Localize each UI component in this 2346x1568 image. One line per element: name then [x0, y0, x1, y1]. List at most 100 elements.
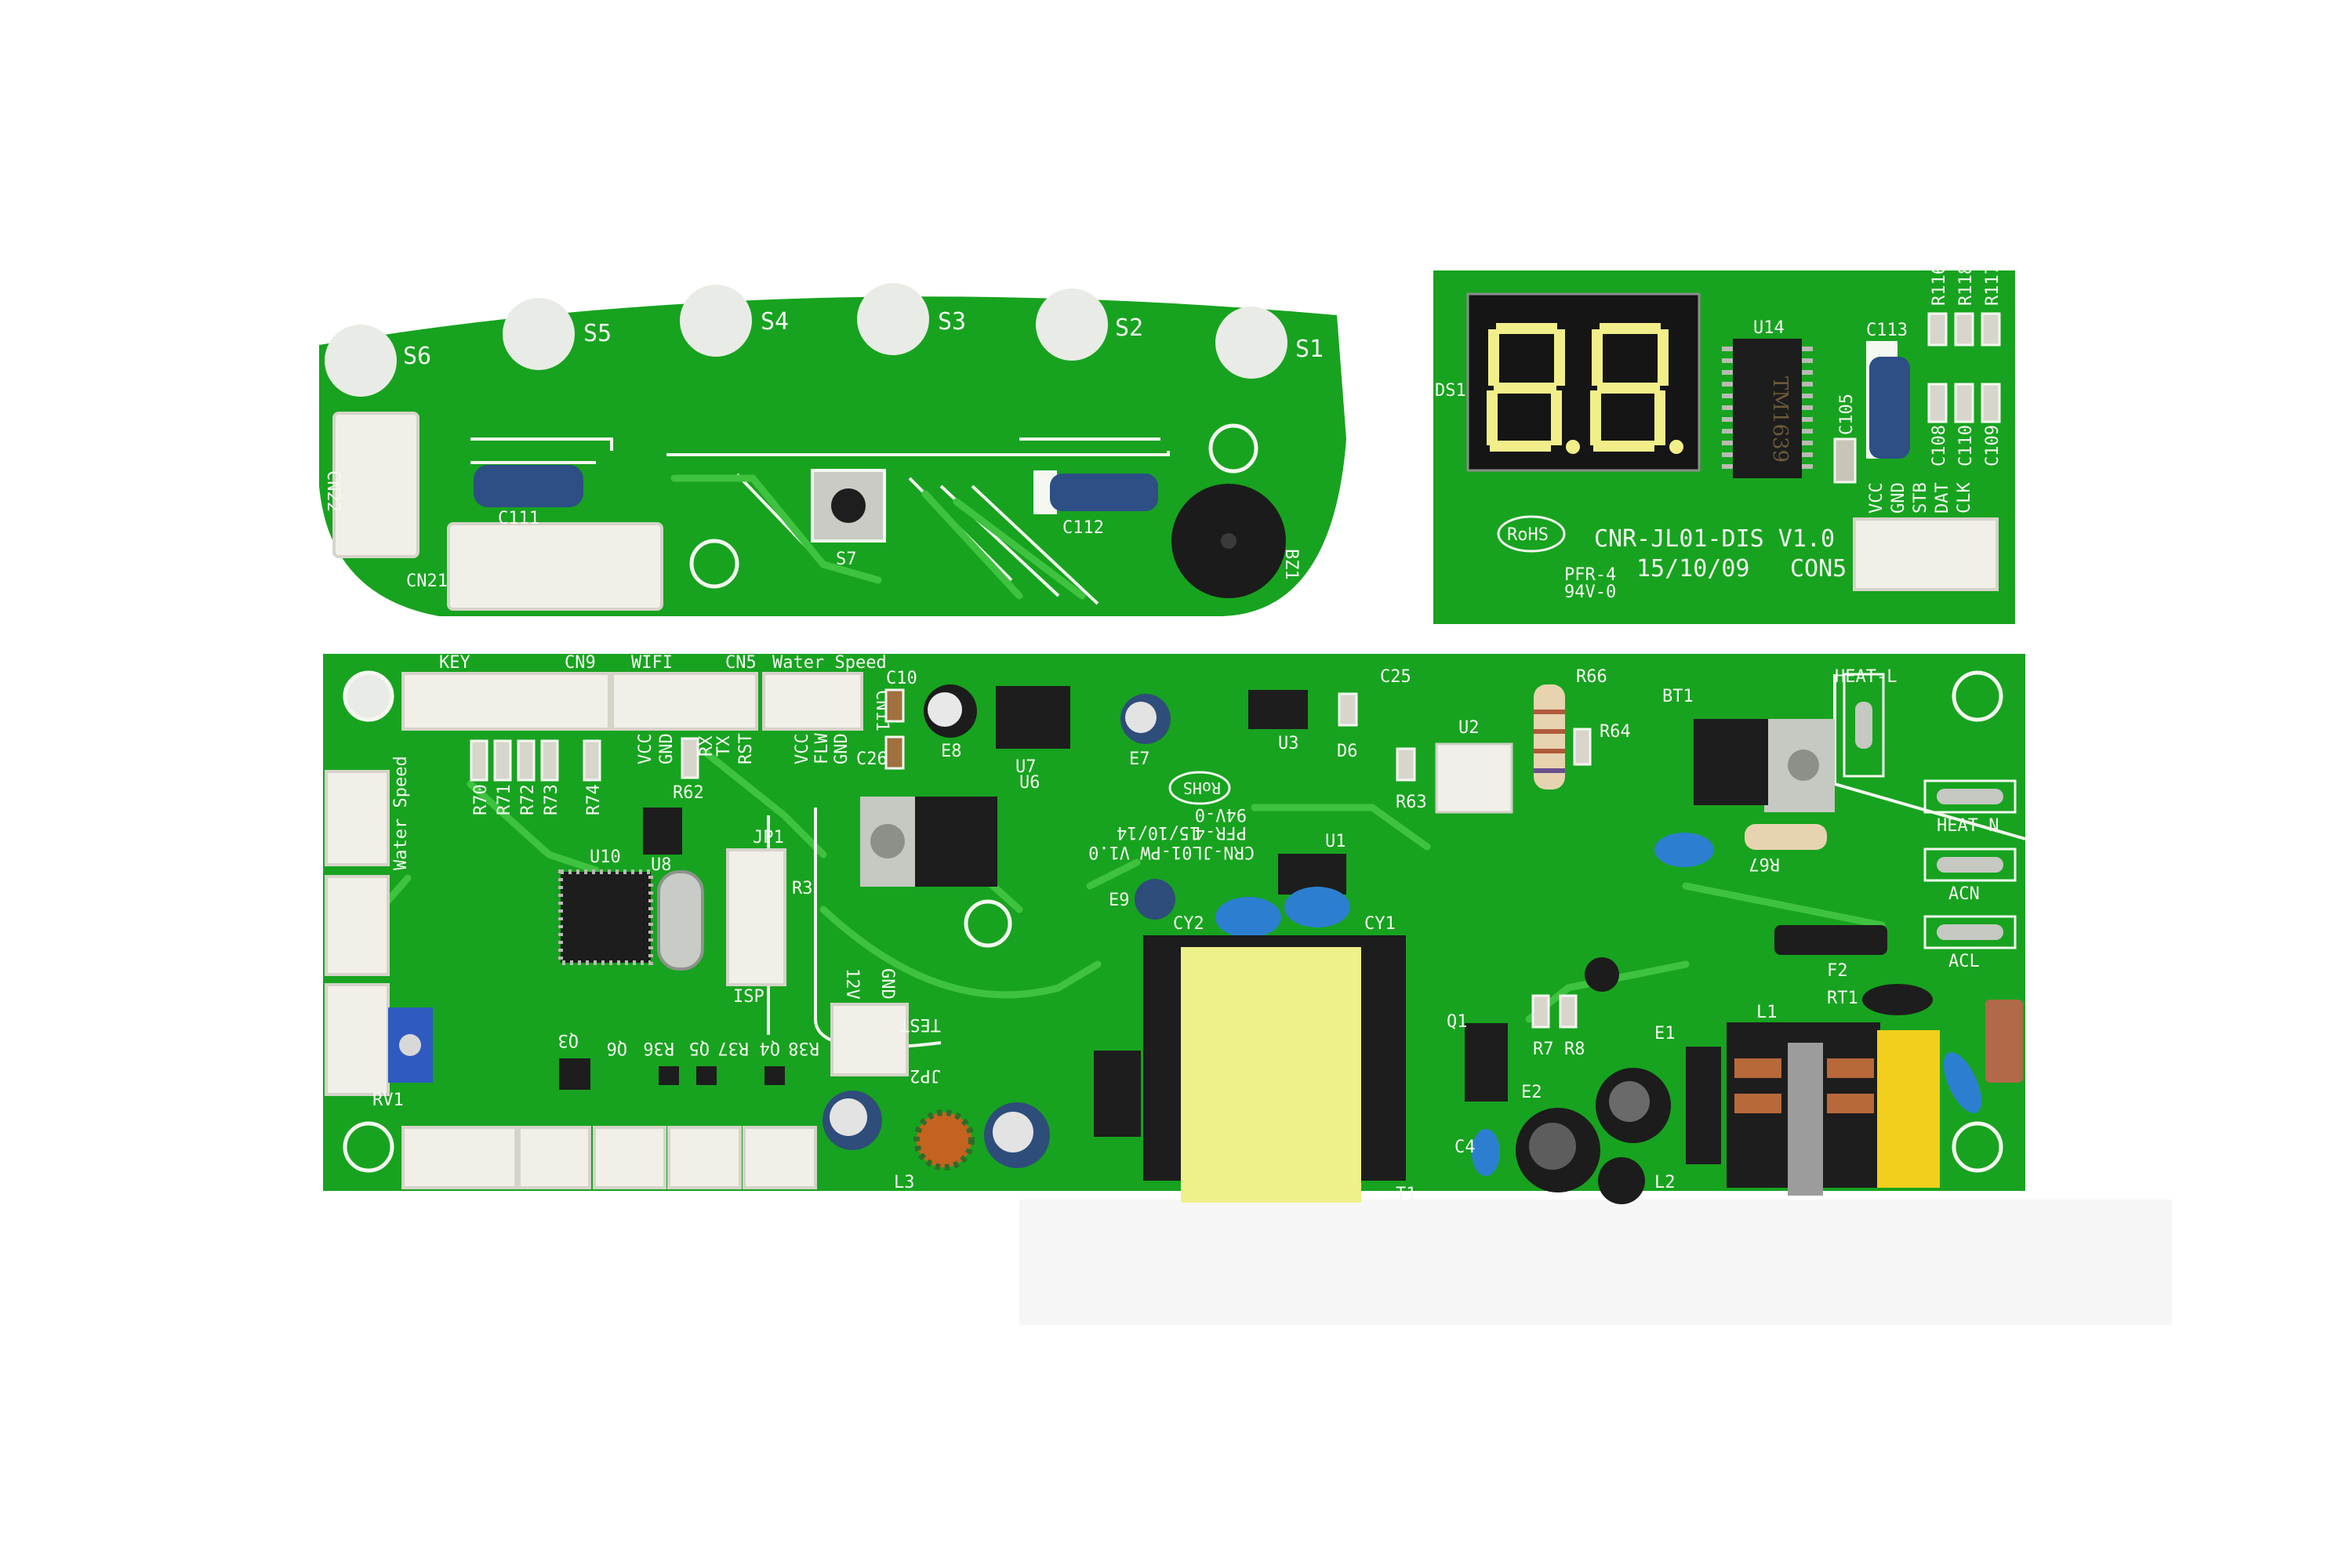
- fuse-f2: [1774, 925, 1887, 955]
- connector-bottom-5[interactable]: [743, 1126, 817, 1189]
- connector-jp1-isp[interactable]: [726, 848, 786, 986]
- label-c26: C26: [856, 750, 888, 769]
- connector-water-speed-cn11[interactable]: [762, 672, 863, 731]
- label-water-speed: Water Speed: [772, 653, 887, 673]
- connector-bottom-4[interactable]: [667, 1126, 742, 1189]
- label-acn: ACN: [1948, 884, 1980, 904]
- touch-pad-s4[interactable]: [680, 285, 752, 357]
- triac-bt1: [1694, 719, 1768, 805]
- label-rv1: RV1: [372, 1091, 404, 1110]
- label-s3: S3: [938, 308, 966, 336]
- label-c25: C25: [1380, 667, 1411, 687]
- flow-pin-gnd: GND: [832, 733, 852, 764]
- terminal-acl[interactable]: [1923, 915, 2017, 949]
- label-bt1: BT1: [1662, 687, 1694, 706]
- label-c112: C112: [1062, 518, 1104, 538]
- wifi-pin-rst: RST: [736, 733, 756, 764]
- board-date: 15/10/09: [1636, 555, 1750, 583]
- label-l2: L2: [1654, 1173, 1676, 1192]
- label-r37: R37: [717, 1038, 749, 1058]
- touch-pad-s6[interactable]: [325, 325, 397, 397]
- connector-water-speed[interactable]: [325, 770, 390, 866]
- label-heat-n: HEAT-N: [1937, 816, 1999, 836]
- y-capacitor-cy2: [1215, 897, 1281, 938]
- inductor-l2: [1598, 1157, 1645, 1204]
- resistor-r67: [1745, 824, 1827, 850]
- y-capacitor: [1654, 833, 1714, 867]
- touch-pad-s3[interactable]: [857, 283, 929, 355]
- pin-stb: STB: [1911, 482, 1930, 514]
- label-q4: Q4: [760, 1038, 781, 1058]
- label-bz1: BZ1: [1281, 549, 1301, 580]
- connector-cn22[interactable]: [332, 412, 419, 558]
- label-q6: Q6: [607, 1038, 628, 1058]
- connector-left-2[interactable]: [325, 875, 390, 976]
- power-rohs-logo: RoHS: [1183, 779, 1221, 797]
- label-wifi: WIFI: [631, 653, 673, 673]
- label-u8: U8: [651, 855, 672, 875]
- mounting-hole: [343, 1121, 394, 1173]
- label-r63: R63: [1396, 793, 1427, 812]
- label-f2: F2: [1827, 961, 1848, 981]
- ic-tm1639: [1733, 339, 1802, 478]
- touch-pad-s2[interactable]: [1036, 289, 1108, 361]
- label-d6: D6: [1337, 742, 1358, 761]
- chip-marking: TM1639: [1768, 376, 1792, 463]
- label-test: TEST: [899, 1014, 941, 1034]
- connector-test-jp2[interactable]: [830, 1003, 909, 1076]
- terminal-acn[interactable]: [1923, 848, 2017, 882]
- pin-dat: DAT: [1933, 482, 1952, 514]
- label-rt1: RT1: [1827, 989, 1858, 1008]
- toroid-inductor-l3: [913, 1109, 975, 1171]
- mosfet-q1: [1465, 1023, 1508, 1102]
- label-l1: L1: [1756, 1003, 1778, 1022]
- label-c105: C105: [1837, 394, 1857, 435]
- label-cn9: CN9: [565, 653, 596, 673]
- flow-pin-vcc: VCC: [793, 733, 812, 764]
- label-r71: R71: [495, 784, 514, 815]
- transformer-t1: [1181, 947, 1361, 1203]
- terminal-heat-n[interactable]: [1923, 779, 2017, 814]
- crystal: [657, 870, 704, 971]
- label-q5: Q5: [689, 1038, 710, 1058]
- label-t1: T1: [1396, 1185, 1417, 1204]
- connector-bottom-3[interactable]: [593, 1126, 666, 1189]
- connector-key-cn9[interactable]: [401, 672, 611, 731]
- label-r74: R74: [584, 784, 604, 815]
- connector-bottom-1[interactable]: [401, 1126, 518, 1189]
- label-c108: C108: [1930, 425, 1949, 466]
- capacitor-c113: [1869, 357, 1910, 459]
- label-s6: S6: [403, 343, 431, 370]
- label-s1: S1: [1295, 336, 1324, 363]
- connector-con5[interactable]: [1853, 517, 1999, 591]
- label-l3: L3: [894, 1173, 915, 1192]
- label-r70: R70: [471, 784, 491, 815]
- pcb-rating: 94V-0: [1564, 583, 1616, 602]
- varistor: [1985, 1000, 2023, 1083]
- connector-left-3[interactable]: [325, 983, 390, 1096]
- label-c4: C4: [1454, 1138, 1476, 1157]
- label-acl: ACL: [1948, 952, 1980, 971]
- optocoupler-u3: [1248, 690, 1308, 729]
- touch-pad-s5[interactable]: [503, 298, 575, 370]
- connector-cn21[interactable]: [447, 522, 663, 611]
- touch-pad-s1[interactable]: [1215, 307, 1287, 379]
- label-r116: R116: [1930, 264, 1949, 306]
- label-u14: U14: [1753, 318, 1785, 338]
- flow-pin-flw: FLW: [812, 733, 832, 764]
- label-s2: S2: [1115, 314, 1143, 342]
- label-r38: R38: [788, 1038, 819, 1058]
- mounting-hole: [1952, 1121, 2003, 1173]
- button-s7[interactable]: [811, 469, 886, 543]
- connector-bottom-2[interactable]: [518, 1126, 591, 1189]
- mounting-hole: [964, 899, 1012, 948]
- terminal-heat-l: HEAT-L: [1835, 667, 1897, 687]
- display-board: DS1 TM1639 U14 C113 C105 R116 R118 R117 …: [1433, 264, 2015, 624]
- connector-wifi-cn5[interactable]: [611, 672, 758, 731]
- label-jp2: JP2: [910, 1065, 941, 1085]
- label-e7: E7: [1129, 750, 1150, 769]
- label-r66: R66: [1576, 667, 1607, 687]
- wifi-pin-tx: TX: [714, 735, 734, 757]
- label-e2: E2: [1521, 1083, 1542, 1102]
- label-12v: 12V: [842, 968, 862, 1000]
